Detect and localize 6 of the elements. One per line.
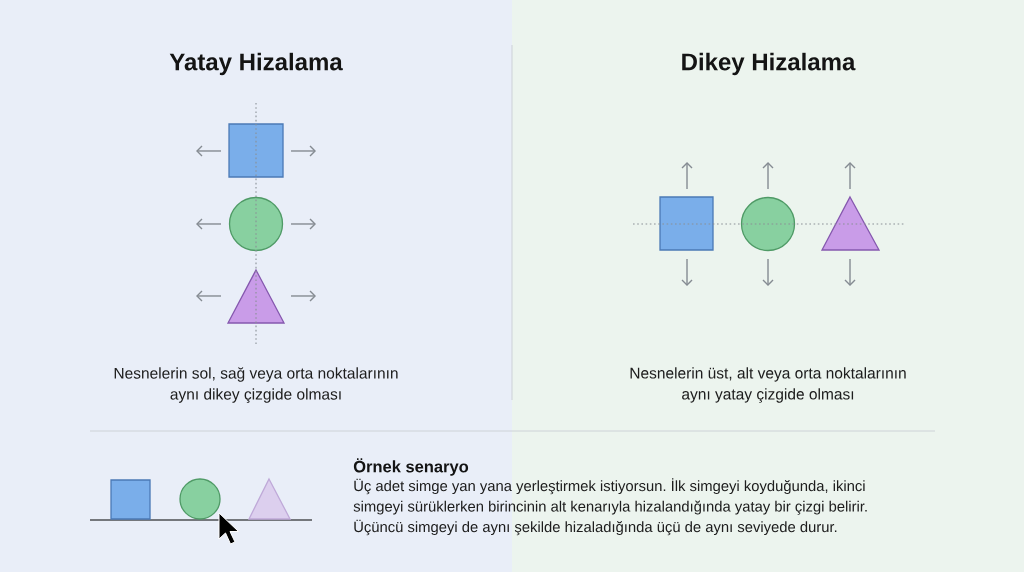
description: Nesnelerin üst, alt veya orta noktalarının aynı yatay çizgide olması [630, 367, 906, 403]
paragraph: Üç adet simge yan yana yerleştirmek istiyorsun. İlk simgeyi koyduğunda, ikinci simgeyi sürüklerken birincinin alt kenarıyla hizalandığında yatay bir çizgi belirir. Üçüncü simgeyi de aynı şekilde hizaladığında üçü de aynı seviyede durur. [353, 478, 867, 536]
heading: Dikey Hizalama [682, 52, 856, 76]
description: Nesnelerin sol, sağ veya orta noktalarının aynı dikey çizgide olması [114, 367, 398, 403]
subheading: Örnek senaryo [353, 458, 469, 476]
heading: Yatay Hizalama [169, 52, 343, 76]
